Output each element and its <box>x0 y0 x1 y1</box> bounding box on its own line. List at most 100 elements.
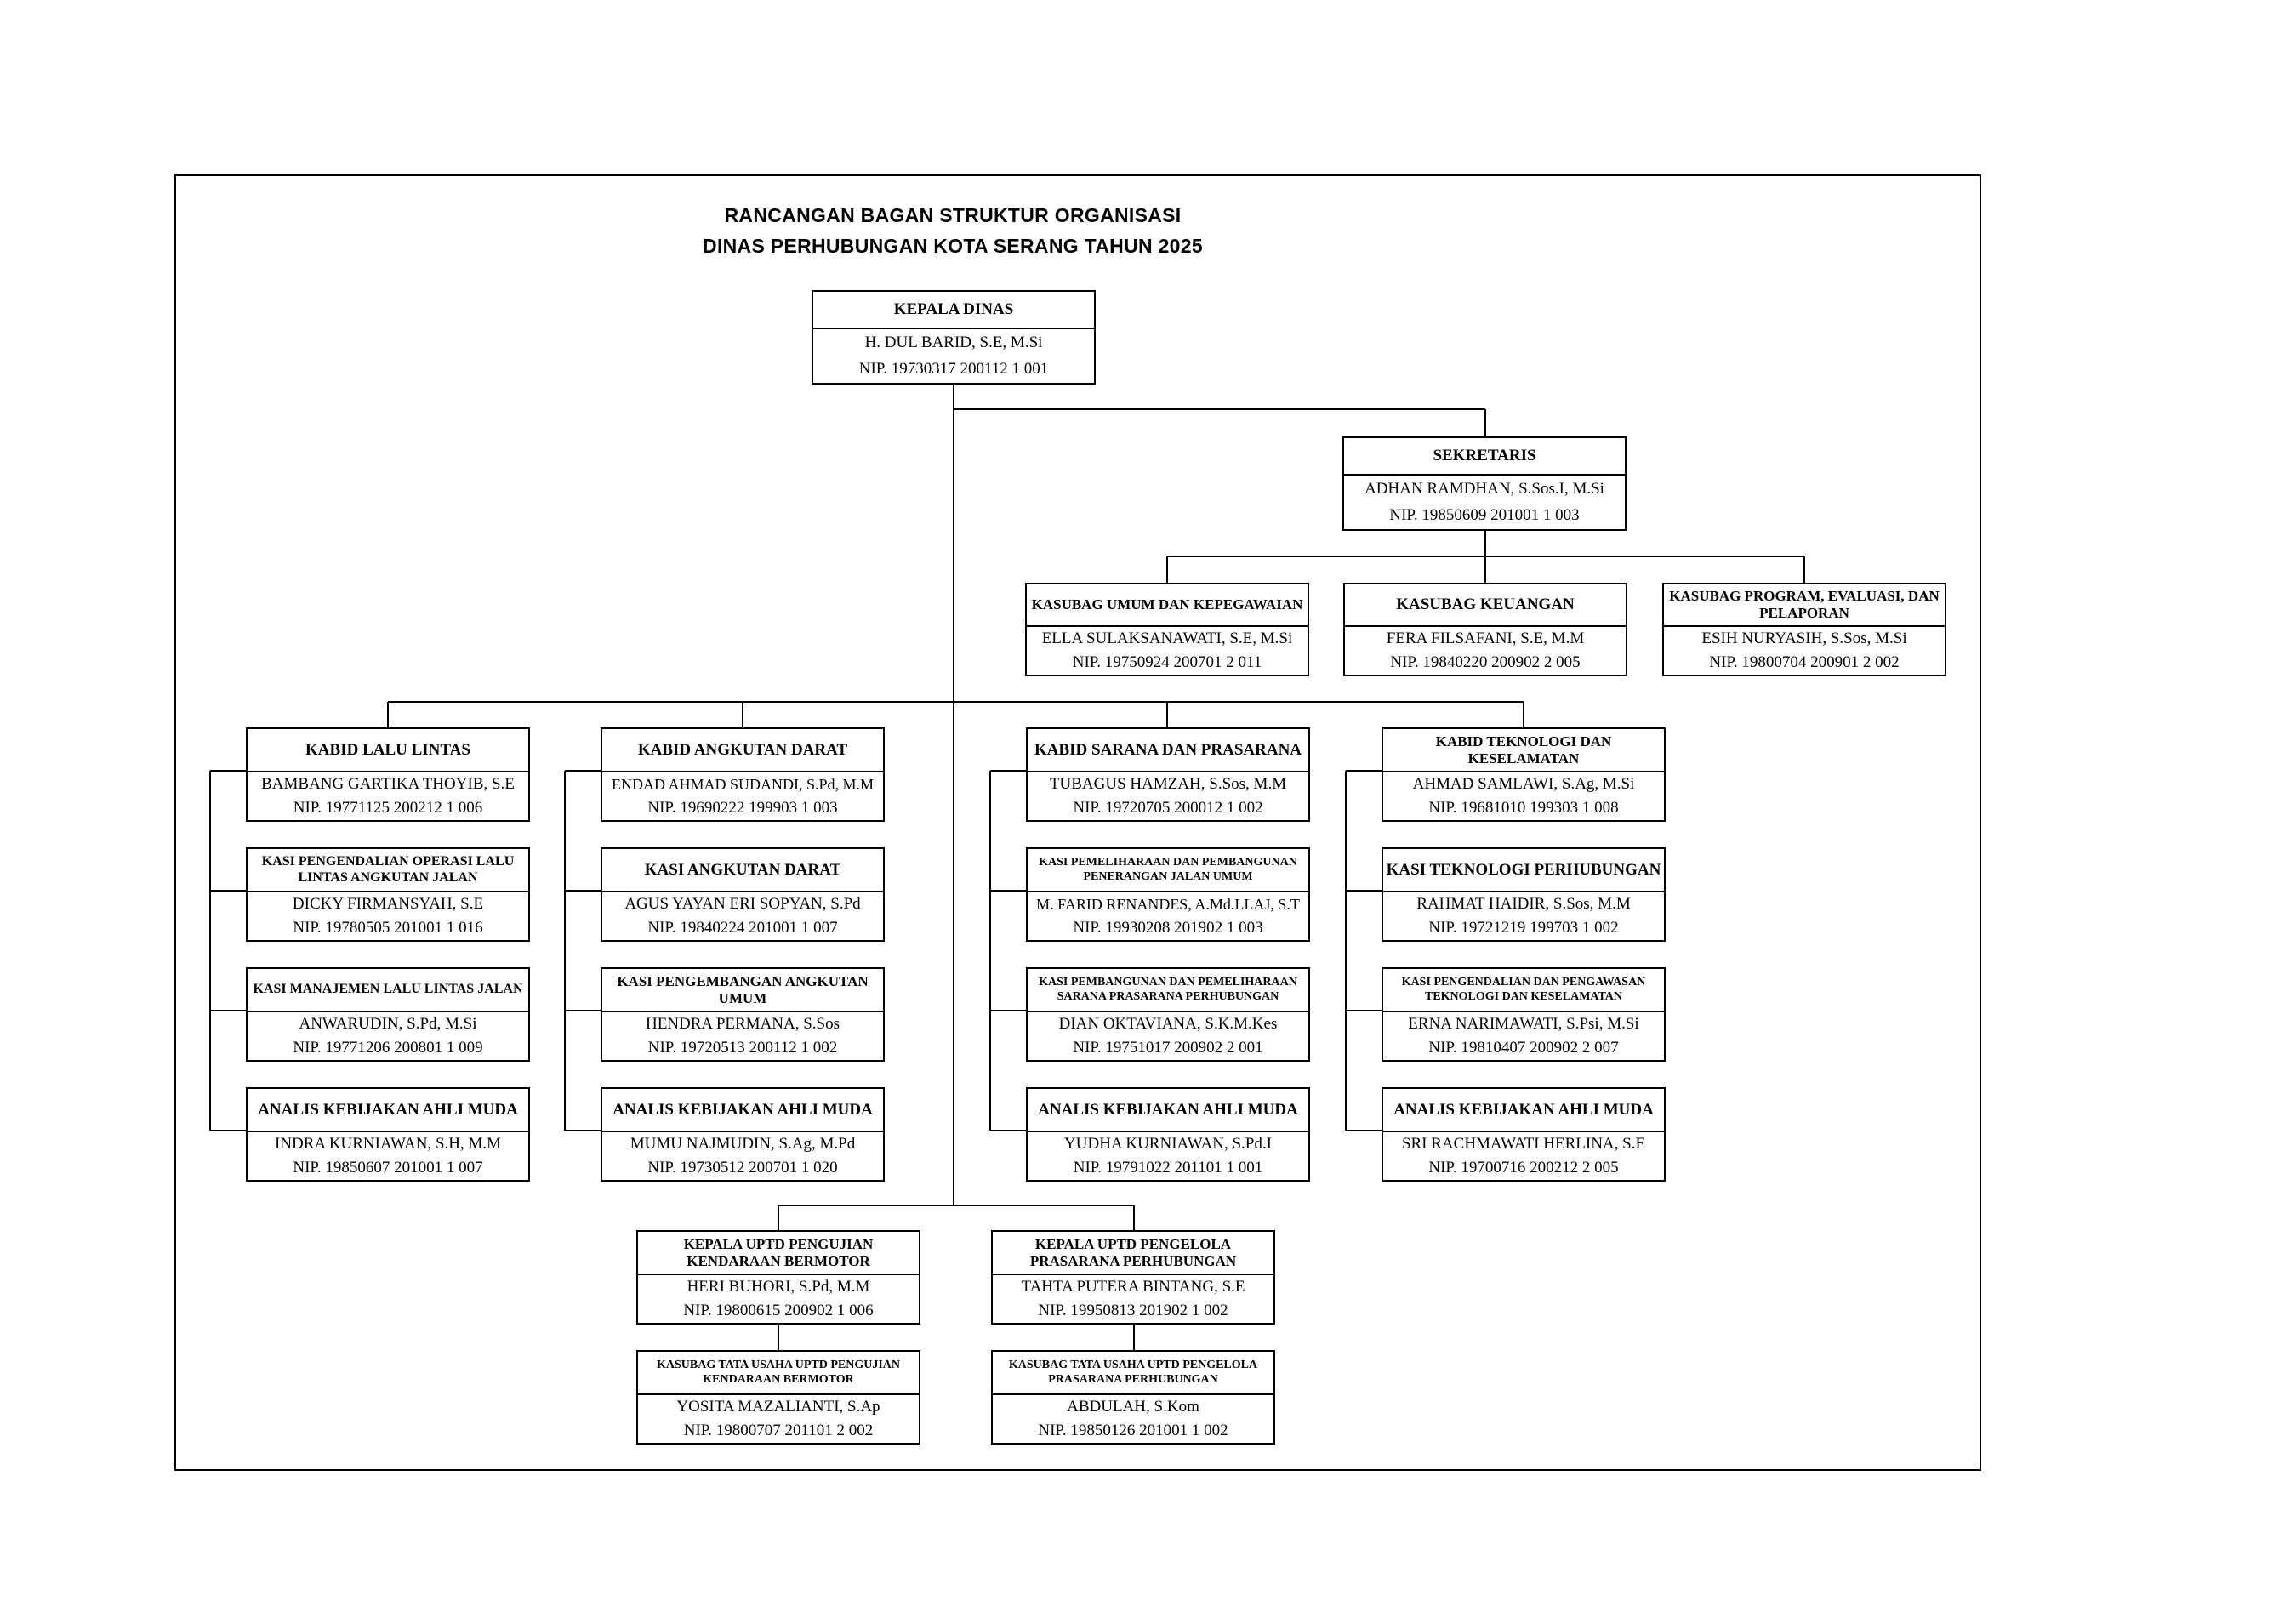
official-name: HERI BUHORI, S.Pd, M.M <box>687 1278 870 1296</box>
position-title: KASUBAG TATA USAHA UPTD PENGELOLA PRASAR… <box>993 1352 1273 1395</box>
kasi-box: KASI PEMBANGUNAN DAN PEMELIHARAAN SARANA… <box>1026 967 1310 1062</box>
kasi-box: KASI PENGENDALIAN DAN PENGAWASAN TEKNOLO… <box>1382 967 1666 1062</box>
official-name: YUDHA KURNIAWAN, S.Pd.I <box>1064 1135 1272 1153</box>
official-nip: NIP. 19810407 200902 2 007 <box>1428 1039 1619 1057</box>
official-nip: NIP. 19771125 200212 1 006 <box>293 799 483 817</box>
official-name: AGUS YAYAN ERI SOPYAN, S.Pd <box>624 895 861 913</box>
official-nip: NIP. 19780505 201001 1 016 <box>293 919 483 937</box>
official-nip: NIP. 19750924 200701 2 011 <box>1072 653 1262 671</box>
official-name: TUBAGUS HAMZAH, S.Sos, M.M <box>1049 775 1287 793</box>
kabid-angkutan-darat-box: KABID ANGKUTAN DARAT ENDAD AHMAD SUDANDI… <box>601 727 885 822</box>
analis-box: ANALIS KEBIJAKAN AHLI MUDA MUMU NAJMUDIN… <box>601 1087 885 1182</box>
official-nip: NIP. 19720513 200112 1 002 <box>647 1039 838 1057</box>
analis-box: ANALIS KEBIJAKAN AHLI MUDA INDRA KURNIAW… <box>246 1087 530 1182</box>
sekretaris-box: SEKRETARIS ADHAN RAMDHAN, S.Sos.I, M.Si … <box>1342 436 1627 531</box>
position-title: ANALIS KEBIJAKAN AHLI MUDA <box>1028 1089 1308 1132</box>
official-nip: NIP. 19840220 200902 2 005 <box>1390 653 1581 671</box>
official-nip: NIP. 19690222 199903 1 003 <box>647 799 838 817</box>
official-nip: NIP. 19720705 200012 1 002 <box>1073 799 1263 817</box>
position-title: KASUBAG TATA USAHA UPTD PENGUJIAN KENDAR… <box>638 1352 919 1395</box>
official-name: DIAN OKTAVIANA, S.K.M.Kes <box>1058 1015 1278 1033</box>
kepala-uptd-pengelola-box: KEPALA UPTD PENGELOLA PRASARANA PERHUBUN… <box>991 1230 1275 1325</box>
position-title: KABID TEKNOLOGI DAN KESELAMATAN <box>1383 729 1664 772</box>
official-name: ADHAN RAMDHAN, S.Sos.I, M.Si <box>1364 479 1604 498</box>
official-nip: NIP. 19800615 200902 1 006 <box>683 1302 874 1319</box>
official-nip: NIP. 19751017 200902 2 001 <box>1073 1039 1263 1057</box>
official-name: H. DUL BARID, S.E, M.Si <box>864 333 1043 351</box>
official-nip: NIP. 19850126 201001 1 002 <box>1038 1422 1228 1439</box>
position-title: KASI MANAJEMEN LALU LINTAS JALAN <box>248 969 528 1012</box>
position-title: KASI PENGEMBANGAN ANGKUTAN UMUM <box>602 969 883 1012</box>
position-title: KASI PENGENDALIAN OPERASI LALU LINTAS AN… <box>248 849 528 892</box>
chart-frame <box>174 174 1981 1471</box>
kasi-box: KASI TEKNOLOGI PERHUBUNGAN RAHMAT HAIDIR… <box>1382 847 1666 942</box>
position-title: KASUBAG PROGRAM, EVALUASI, DAN PELAPORAN <box>1664 584 1945 627</box>
official-name: SRI RACHMAWATI HERLINA, S.E <box>1401 1135 1646 1153</box>
official-nip: NIP. 19700716 200212 2 005 <box>1428 1159 1619 1177</box>
position-title: ANALIS KEBIJAKAN AHLI MUDA <box>602 1089 883 1132</box>
official-nip: NIP. 19930208 201902 1 003 <box>1073 919 1263 937</box>
position-title: ANALIS KEBIJAKAN AHLI MUDA <box>248 1089 528 1132</box>
official-name: RAHMAT HAIDIR, S.Sos, M.M <box>1416 895 1631 913</box>
kabid-sarana-prasarana-box: KABID SARANA DAN PRASARANA TUBAGUS HAMZA… <box>1026 727 1310 822</box>
position-title: KASI ANGKUTAN DARAT <box>602 849 883 892</box>
official-name: MUMU NAJMUDIN, S.Ag, M.Pd <box>630 1135 856 1153</box>
position-title: KABID SARANA DAN PRASARANA <box>1028 729 1308 772</box>
analis-box: ANALIS KEBIJAKAN AHLI MUDA SRI RACHMAWAT… <box>1382 1087 1666 1182</box>
kasi-box: KASI PEMELIHARAAN DAN PEMBANGUNAN PENERA… <box>1026 847 1310 942</box>
official-nip: NIP. 19850607 201001 1 007 <box>293 1159 483 1177</box>
position-title: KASI PENGENDALIAN DAN PENGAWASAN TEKNOLO… <box>1383 969 1664 1012</box>
kasubag-program-box: KASUBAG PROGRAM, EVALUASI, DAN PELAPORAN… <box>1662 583 1946 676</box>
official-name: ANWARUDIN, S.Pd, M.Si <box>299 1015 477 1033</box>
official-nip: NIP. 19721219 199703 1 002 <box>1428 919 1619 937</box>
position-title: KEPALA UPTD PENGUJIAN KENDARAAN BERMOTOR <box>638 1232 919 1275</box>
official-nip: NIP. 19800704 200901 2 002 <box>1709 653 1900 671</box>
official-name: BAMBANG GARTIKA THOYIB, S.E <box>261 775 515 793</box>
official-nip: NIP. 19730512 200701 1 020 <box>647 1159 838 1177</box>
position-title: KABID LALU LINTAS <box>248 729 528 772</box>
official-nip: NIP. 19681010 199303 1 008 <box>1428 799 1619 817</box>
official-nip: NIP. 19791022 201101 1 001 <box>1073 1159 1263 1177</box>
official-name: DICKY FIRMANSYAH, S.E <box>292 895 484 913</box>
official-nip: NIP. 19840224 201001 1 007 <box>647 919 838 937</box>
kasubag-tu-uptd-pengelola-box: KASUBAG TATA USAHA UPTD PENGELOLA PRASAR… <box>991 1350 1275 1445</box>
official-nip: NIP. 19800707 201101 2 002 <box>683 1422 874 1439</box>
position-title: KABID ANGKUTAN DARAT <box>602 729 883 772</box>
official-name: ENDAD AHMAD SUDANDI, S.Pd, M.M <box>611 775 875 793</box>
kabid-lalu-lintas-box: KABID LALU LINTAS BAMBANG GARTIKA THOYIB… <box>246 727 530 822</box>
position-title: KASI TEKNOLOGI PERHUBUNGAN <box>1383 849 1664 892</box>
official-name: ELLA SULAKSANAWATI, S.E, M.Si <box>1041 630 1293 647</box>
kabid-teknologi-box: KABID TEKNOLOGI DAN KESELAMATAN AHMAD SA… <box>1382 727 1666 822</box>
kasi-box: KASI PENGENDALIAN OPERASI LALU LINTAS AN… <box>246 847 530 942</box>
official-name: AHMAD SAMLAWI, S.Ag, M.Si <box>1412 775 1635 793</box>
position-title: KEPALA DINAS <box>813 292 1094 329</box>
position-title: KEPALA UPTD PENGELOLA PRASARANA PERHUBUN… <box>993 1232 1273 1275</box>
official-nip: NIP. 19850609 201001 1 003 <box>1389 506 1580 525</box>
chart-title-line1: RANCANGAN BAGAN STRUKTUR ORGANISASI <box>724 204 1182 226</box>
official-nip: NIP. 19730317 200112 1 001 <box>858 360 1049 379</box>
position-title: KASI PEMELIHARAAN DAN PEMBANGUNAN PENERA… <box>1028 849 1308 892</box>
kasubag-keuangan-box: KASUBAG KEUANGAN FERA FILSAFANI, S.E, M.… <box>1343 583 1627 676</box>
position-title: SEKRETARIS <box>1344 438 1625 476</box>
official-name: ERNA NARIMAWATI, S.Psi, M.Si <box>1408 1015 1639 1033</box>
kasi-box: KASI ANGKUTAN DARAT AGUS YAYAN ERI SOPYA… <box>601 847 885 942</box>
official-name: TAHTA PUTERA BINTANG, S.E <box>1021 1278 1245 1296</box>
official-name: FERA FILSAFANI, S.E, M.M <box>1386 630 1585 647</box>
position-title: KASI PEMBANGUNAN DAN PEMELIHARAAN SARANA… <box>1028 969 1308 1012</box>
official-nip: NIP. 19950813 201902 1 002 <box>1038 1302 1228 1319</box>
official-name: YOSITA MAZALIANTI, S.Ap <box>676 1398 880 1416</box>
official-name: ABDULAH, S.Kom <box>1067 1398 1199 1416</box>
kepala-uptd-pengujian-box: KEPALA UPTD PENGUJIAN KENDARAAN BERMOTOR… <box>636 1230 920 1325</box>
analis-box: ANALIS KEBIJAKAN AHLI MUDA YUDHA KURNIAW… <box>1026 1087 1310 1182</box>
official-name: HENDRA PERMANA, S.Sos <box>645 1015 840 1033</box>
position-title: KASUBAG UMUM DAN KEPEGAWAIAN <box>1027 584 1308 627</box>
chart-title-line2: DINAS PERHUBUNGAN KOTA SERANG TAHUN 2025 <box>703 235 1203 257</box>
kasubag-umum-box: KASUBAG UMUM DAN KEPEGAWAIAN ELLA SULAKS… <box>1025 583 1309 676</box>
official-name: INDRA KURNIAWAN, S.H, M.M <box>274 1135 502 1153</box>
official-nip: NIP. 19771206 200801 1 009 <box>293 1039 483 1057</box>
official-name: M. FARID RENANDES, A.Md.LLAJ, S.T <box>1036 895 1300 913</box>
position-title: ANALIS KEBIJAKAN AHLI MUDA <box>1383 1089 1664 1132</box>
position-title: KASUBAG KEUANGAN <box>1345 584 1626 627</box>
kasi-box: KASI PENGEMBANGAN ANGKUTAN UMUM HENDRA P… <box>601 967 885 1062</box>
